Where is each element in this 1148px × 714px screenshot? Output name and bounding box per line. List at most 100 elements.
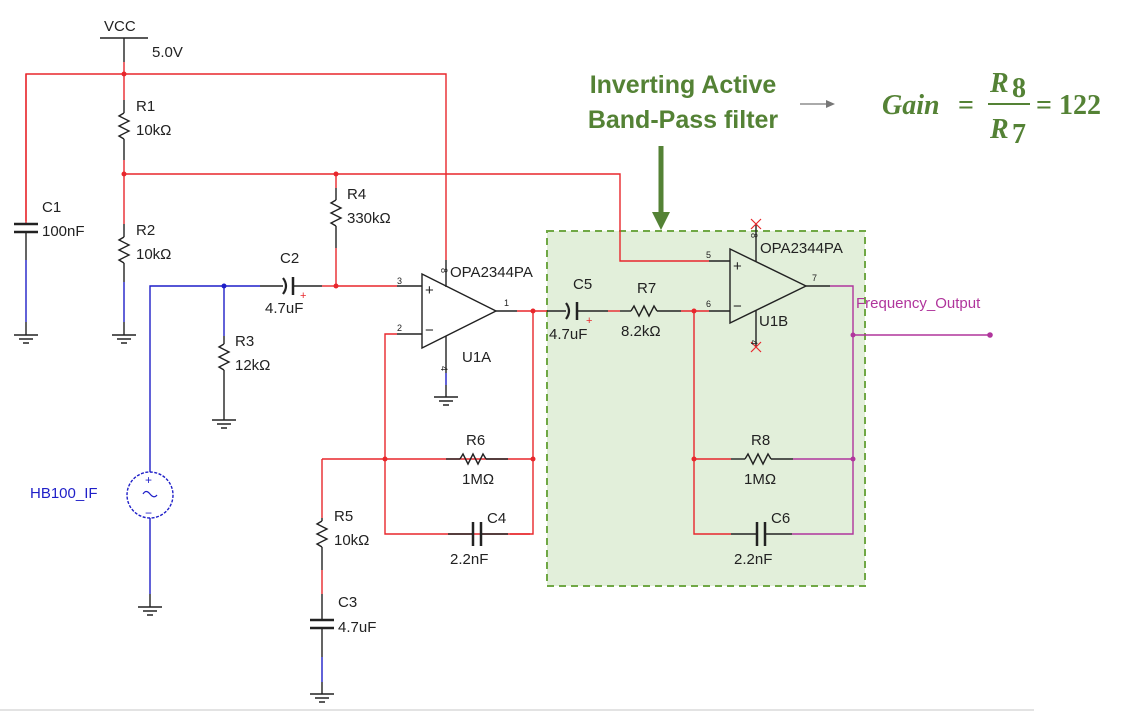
bandpass-highlight-box bbox=[546, 230, 866, 587]
ground-icon bbox=[112, 334, 136, 344]
gain-numerator: R bbox=[989, 68, 1009, 99]
c1-value: 100nF bbox=[42, 223, 85, 240]
junction bbox=[691, 456, 697, 462]
gain-result: = 122 bbox=[1036, 90, 1101, 121]
source-minus: − bbox=[145, 506, 152, 520]
wire-input-net bbox=[149, 285, 260, 466]
r2-ref: R2 bbox=[136, 222, 155, 239]
resistor-r6[interactable]: R6 1MΩ bbox=[446, 432, 508, 488]
u1a-pin-out: 1 bbox=[504, 298, 509, 308]
r5-value: 10kΩ bbox=[334, 532, 369, 549]
junction bbox=[850, 456, 856, 462]
r4-ref: R4 bbox=[347, 186, 366, 203]
sine-wave-icon bbox=[142, 490, 158, 498]
gain-label: Gain bbox=[882, 90, 940, 121]
resistor-r3[interactable]: R3 12kΩ bbox=[217, 286, 270, 420]
r7-ref: R7 bbox=[637, 280, 656, 297]
u1a-pin-plus: 3 bbox=[397, 276, 402, 286]
source-plus: + bbox=[145, 473, 152, 487]
c2-polarity: + bbox=[300, 290, 306, 302]
u1b-plus: + bbox=[733, 258, 742, 275]
capacitor-c2[interactable]: + C2 4.7uF bbox=[265, 250, 336, 317]
r5-ref: R5 bbox=[334, 508, 353, 525]
r2-value: 10kΩ bbox=[136, 246, 171, 263]
capacitor-c5[interactable]: + C5 4.7uF bbox=[547, 276, 620, 343]
c3-ref: C3 bbox=[338, 594, 357, 611]
source-label: HB100_IF bbox=[30, 485, 98, 502]
gain-equation: Gain = R 8 R 7 = 122 bbox=[882, 68, 1101, 150]
signal-source-hb100[interactable]: + − HB100_IF bbox=[30, 466, 174, 607]
wire-u1a-feedback bbox=[384, 333, 530, 535]
junction bbox=[382, 456, 388, 462]
down-arrow-icon bbox=[652, 146, 670, 230]
r6-ref: R6 bbox=[466, 432, 485, 449]
opamp-u1b[interactable]: + − 5 6 7 8 4 OPA2344PA U1B bbox=[706, 218, 843, 353]
u1b-part: OPA2344PA bbox=[760, 240, 843, 257]
c1-ref: C1 bbox=[42, 199, 61, 216]
u1a-plus: + bbox=[425, 282, 434, 299]
c6-ref: C6 bbox=[771, 510, 790, 527]
c5-value: 4.7uF bbox=[549, 326, 587, 343]
resistor-r4[interactable]: R4 330kΩ bbox=[329, 174, 391, 286]
capacitor-c4[interactable]: C4 2.2nF bbox=[448, 510, 508, 568]
output-net-label: Frequency_Output bbox=[856, 295, 981, 312]
ground-icon bbox=[14, 334, 38, 344]
no-connect-icon bbox=[750, 218, 762, 230]
u1a-pin-vneg: 4 bbox=[439, 366, 449, 371]
c2-value: 4.7uF bbox=[265, 300, 303, 317]
r6-value: 1MΩ bbox=[462, 471, 494, 488]
wire-output-net bbox=[792, 285, 854, 535]
ground-icon bbox=[212, 419, 236, 429]
no-connect-icon bbox=[750, 341, 762, 353]
r4-value: 330kΩ bbox=[347, 210, 391, 227]
u1a-part: OPA2344PA bbox=[450, 264, 533, 281]
u1b-ref: U1B bbox=[759, 313, 788, 330]
r3-value: 12kΩ bbox=[235, 357, 270, 374]
u1b-pin-vpos: 8 bbox=[749, 233, 759, 238]
vcc-voltage: 5.0V bbox=[152, 44, 183, 61]
resistor-r7[interactable]: R7 8.2kΩ bbox=[620, 280, 709, 340]
r8-value: 1MΩ bbox=[744, 471, 776, 488]
r3-ref: R3 bbox=[235, 333, 254, 350]
wire-vcc-rail bbox=[25, 73, 447, 260]
vcc-label: VCC bbox=[104, 18, 136, 35]
resistor-r1[interactable]: R1 10kΩ bbox=[117, 74, 171, 174]
c6-value: 2.2nF bbox=[734, 551, 772, 568]
c5-polarity: + bbox=[586, 315, 592, 327]
capacitor-c3[interactable]: C3 4.7uF bbox=[310, 594, 376, 694]
c4-value: 2.2nF bbox=[450, 551, 488, 568]
opamp-u1a[interactable]: + − 3 2 1 8 4 OPA2344PA U1A bbox=[397, 260, 533, 397]
c5-ref: C5 bbox=[573, 276, 592, 293]
output-terminal[interactable] bbox=[987, 332, 993, 338]
u1a-minus: − bbox=[425, 322, 434, 339]
resistor-r8[interactable]: R8 1MΩ bbox=[731, 432, 793, 488]
wire-u1b-feedback bbox=[693, 311, 731, 535]
u1b-pin-vneg: 4 bbox=[749, 340, 759, 345]
r7-value: 8.2kΩ bbox=[621, 323, 661, 340]
u1b-pin-plus: 5 bbox=[706, 250, 711, 260]
junction bbox=[850, 332, 856, 338]
ground-icon bbox=[434, 396, 458, 406]
ground-icon bbox=[138, 606, 162, 616]
annotation-title-line1: Inverting Active bbox=[590, 71, 777, 99]
capacitor-c6[interactable]: C6 2.2nF bbox=[731, 510, 792, 568]
c4-ref: C4 bbox=[487, 510, 506, 527]
gain-equals: = bbox=[958, 90, 974, 121]
divider bbox=[0, 709, 1034, 711]
vcc-source[interactable]: VCC 5.0V bbox=[100, 18, 183, 62]
u1a-pin-vpos: 8 bbox=[439, 268, 449, 273]
resistor-r2[interactable]: R2 10kΩ bbox=[117, 174, 171, 335]
r8-ref: R8 bbox=[751, 432, 770, 449]
c2-ref: C2 bbox=[280, 250, 299, 267]
capacitor-c1[interactable]: C1 100nF bbox=[14, 74, 85, 335]
r1-value: 10kΩ bbox=[136, 122, 171, 139]
u1a-pin-minus: 2 bbox=[397, 323, 402, 333]
junction bbox=[530, 456, 536, 462]
resistor-r5[interactable]: R5 10kΩ bbox=[315, 508, 369, 620]
gain-numerator-sub: 8 bbox=[1012, 73, 1026, 104]
r1-ref: R1 bbox=[136, 98, 155, 115]
u1a-ref: U1A bbox=[462, 349, 491, 366]
ground-icon bbox=[310, 693, 334, 703]
u1b-pin-minus: 6 bbox=[706, 299, 711, 309]
